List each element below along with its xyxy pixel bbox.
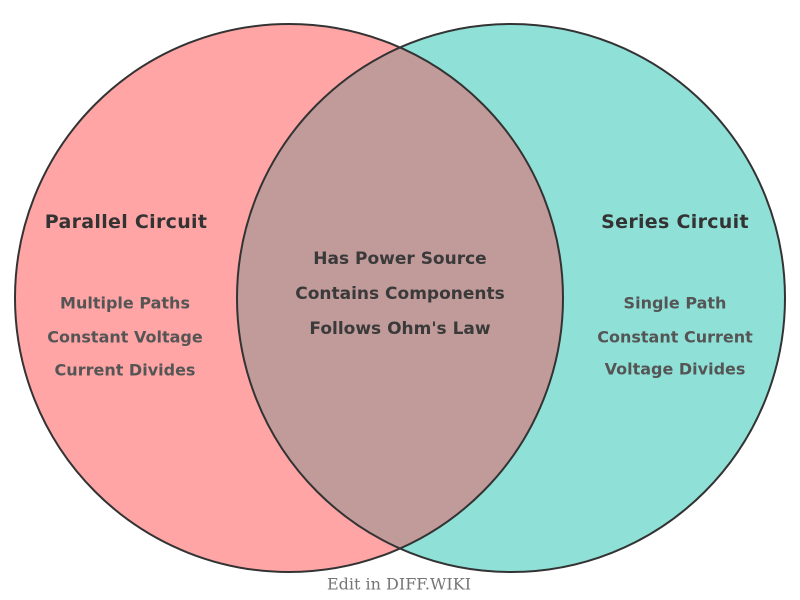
left-set-item: Multiple Paths: [60, 293, 190, 313]
right-set-item: Constant Current: [597, 327, 753, 347]
right-circle-outline: [236, 23, 786, 573]
right-set-item: Voltage Divides: [604, 359, 746, 379]
right-set-item: Single Path: [623, 293, 727, 313]
left-circle-outline: [14, 23, 564, 573]
intersection-item: Has Power Source: [313, 249, 487, 269]
intersection-item: Follows Ohm's Law: [309, 319, 491, 339]
intersection-region: [237, 47, 563, 549]
left-set-item: Current Divides: [54, 360, 196, 380]
left-set-item: Constant Voltage: [47, 327, 203, 347]
intersection-item: Contains Components: [295, 284, 505, 304]
right-set-title: Series Circuit: [601, 211, 749, 233]
left-set-title: Parallel Circuit: [44, 211, 208, 233]
edit-link[interactable]: Edit in DIFF.WIKI: [326, 574, 472, 594]
